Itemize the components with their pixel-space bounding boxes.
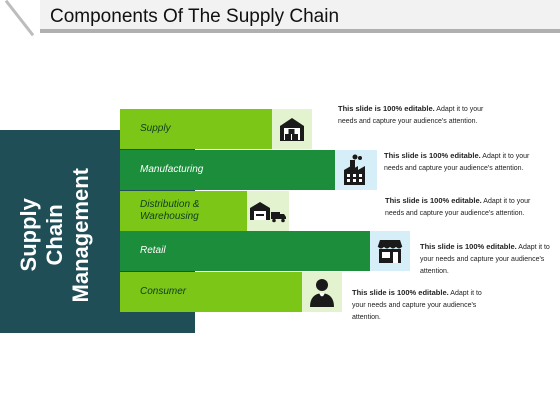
side-title: Supply Chain Management xyxy=(16,167,93,303)
bar-supply: Supply xyxy=(120,109,272,149)
desc-consumer: This slide is 100% editable. Adapt it to… xyxy=(352,287,487,324)
warehouse-boxes-icon xyxy=(280,118,304,141)
desc-text-consumer: Adapt it to your needs and capture your … xyxy=(352,290,482,321)
bar-manufacturing: Manufacturing xyxy=(120,150,335,190)
desc-text-retail: Adapt it to your needs and capture your … xyxy=(420,244,550,275)
bar-label-consumer: Consumer xyxy=(140,286,187,297)
icon-box-manufacturing xyxy=(335,150,377,190)
desc-manufacturing: This slide is 100% editable. Adapt it to… xyxy=(384,150,534,175)
store-icon xyxy=(377,240,403,263)
bar-label-manufacturing: Manufacturing xyxy=(140,164,204,175)
desc-bold-retail: This slide is 100% editable. xyxy=(420,242,517,251)
bar-retail: Retail xyxy=(120,231,370,271)
bar-label-retail: Retail xyxy=(140,245,166,256)
desc-text-supply: Adapt it to your needs and capture your … xyxy=(338,106,484,125)
side-title-wrap: Supply Chain Management xyxy=(8,150,102,320)
icon-box-consumer xyxy=(302,272,342,312)
warehouse-truck-icon xyxy=(250,202,286,223)
factory-icon xyxy=(344,154,365,185)
title-banner xyxy=(28,0,560,32)
page-title: Components Of The Supply Chain xyxy=(50,6,340,27)
icon-box-retail xyxy=(370,231,410,271)
desc-bold-supply: This slide is 100% editable. xyxy=(338,104,435,113)
desc-bold-distribution: This slide is 100% editable. xyxy=(385,196,482,205)
bar-distribution: Distribution & Warehousing xyxy=(120,191,247,231)
bar-label-supply: Supply xyxy=(140,123,171,134)
bar-label-distribution: Distribution & Warehousing xyxy=(140,199,200,222)
icon-box-supply xyxy=(272,109,312,149)
bar-consumer: Consumer xyxy=(120,272,302,312)
title-underline xyxy=(40,29,560,33)
person-icon xyxy=(310,279,334,307)
icon-box-distribution xyxy=(247,191,289,231)
desc-distribution: This slide is 100% editable. Adapt it to… xyxy=(385,195,535,220)
desc-text-manufacturing: Adapt it to your needs and capture your … xyxy=(384,153,530,172)
desc-bold-manufacturing: This slide is 100% editable. xyxy=(384,151,481,160)
desc-bold-consumer: This slide is 100% editable. xyxy=(352,288,449,297)
desc-text-distribution: Adapt it to your needs and capture your … xyxy=(385,198,531,217)
desc-supply: This slide is 100% editable. Adapt it to… xyxy=(338,103,488,128)
desc-retail: This slide is 100% editable. Adapt it to… xyxy=(420,241,555,278)
